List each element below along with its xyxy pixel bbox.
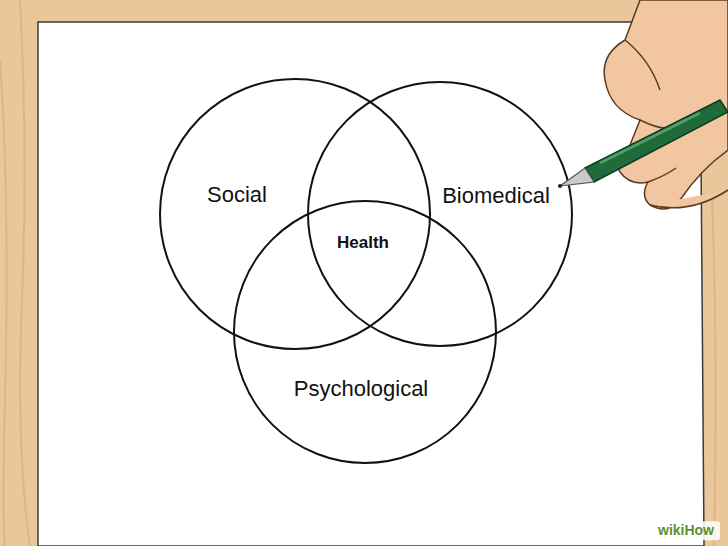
circle-label: Social (207, 183, 267, 207)
circle-outline (307, 81, 573, 347)
circle-outline (160, 79, 430, 349)
circle-outline (234, 201, 496, 463)
venn-circle: Biomedical (307, 81, 573, 347)
circle-label: Biomedical (442, 184, 550, 208)
watermark: wikiHow (652, 521, 720, 540)
center-label: Health (337, 234, 389, 253)
circle-outline (159, 78, 431, 350)
pen (558, 100, 728, 188)
circle-outline (308, 82, 572, 346)
paper-sheet (38, 22, 704, 546)
venn-circle: Social (159, 78, 431, 350)
circle-label: Psychological (294, 377, 429, 401)
